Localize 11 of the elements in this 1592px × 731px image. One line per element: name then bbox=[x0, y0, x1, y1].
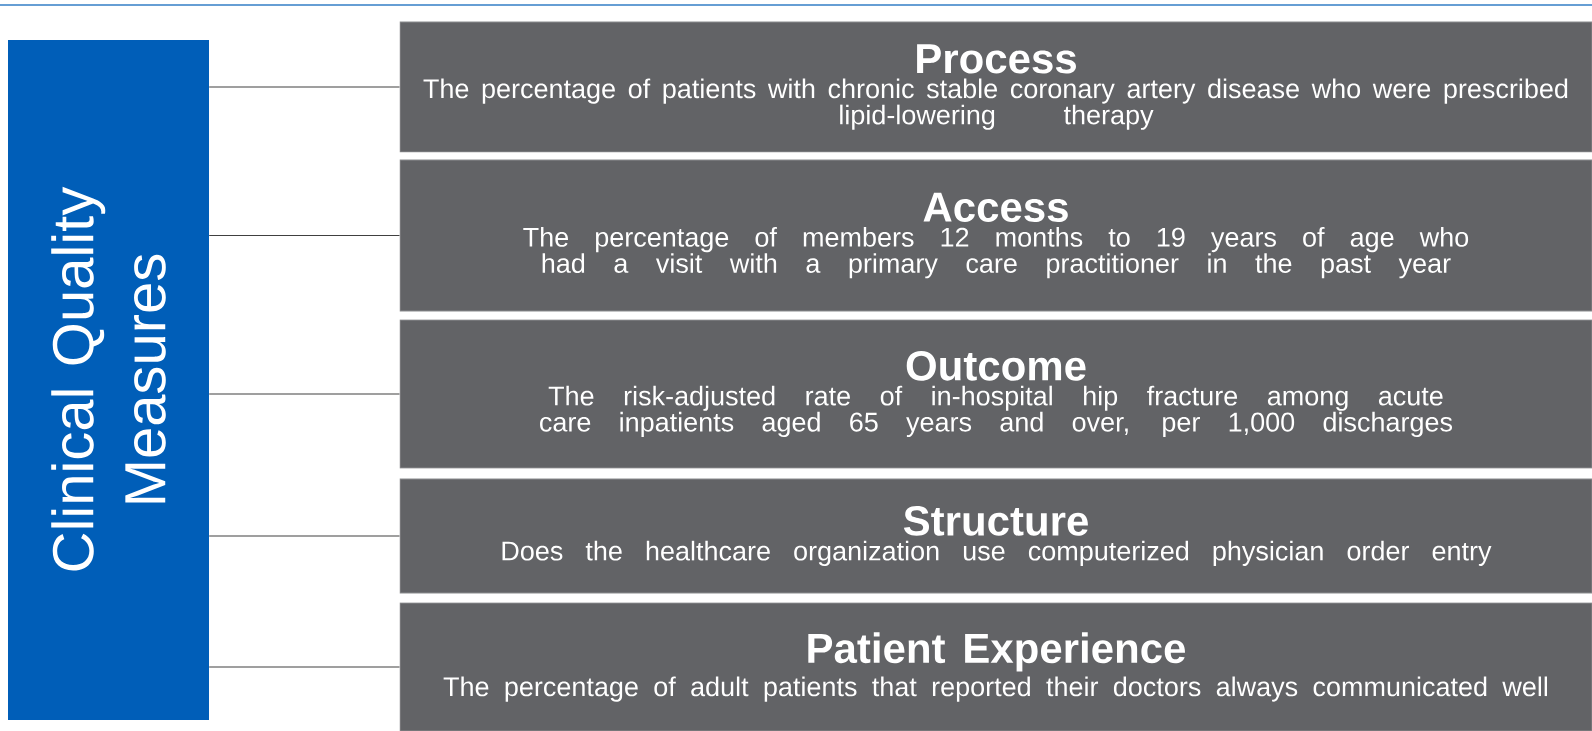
title-box: Clinical Quality Measures bbox=[8, 40, 209, 720]
connector-line bbox=[208, 666, 400, 668]
connector-line bbox=[208, 235, 400, 236]
measure-box: Process The percentage of patients with chronic stable coronary artery disease who were prescribed lipid-lowering therapy bbox=[399, 21, 1592, 153]
measure-box: Patient Experience The percentage of adult patients that reported their doctors always communicated well bbox=[399, 602, 1592, 731]
measure-box: Outcome The risk-adjusted rate of in-hospital hip fracture among acute care inpatients aged 65 years and over, per 1,000 discharges bbox=[399, 319, 1592, 469]
connector-line bbox=[208, 535, 400, 537]
measure-box: Access The percentage of members 12 months to 19 years of age who had a visit with a primary care practitioner in the past year bbox=[399, 159, 1592, 312]
connector-line bbox=[208, 86, 400, 88]
measure-box: Structure Does the healthcare organization use computerized physician order entry bbox=[399, 478, 1592, 594]
connector-line bbox=[208, 393, 400, 395]
